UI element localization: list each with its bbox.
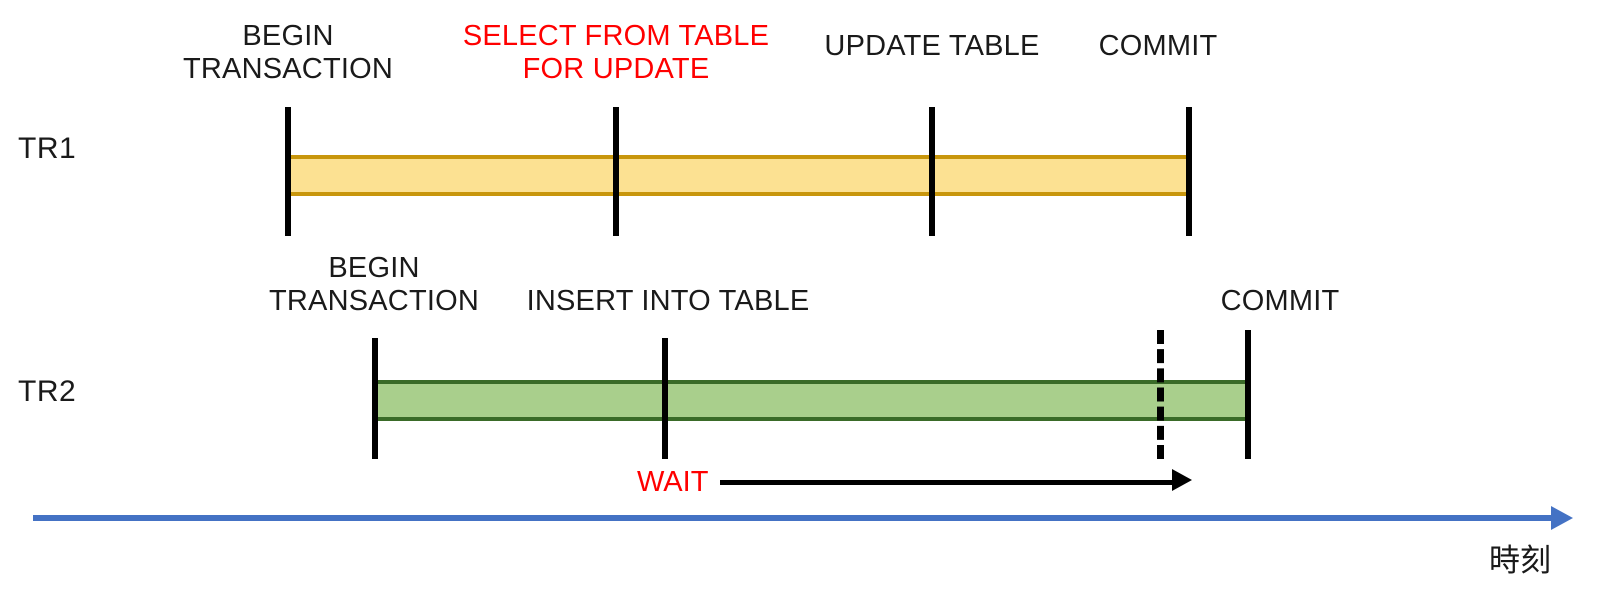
tr2-event-label-begin-transaction: BEGIN TRANSACTION: [268, 252, 480, 317]
tr1-event-label-begin-transaction: BEGIN TRANSACTION: [182, 20, 394, 85]
tr1-tick-begin-transaction: [285, 107, 291, 236]
wait-label: WAIT: [637, 466, 709, 498]
wait-arrow-line: [720, 480, 1175, 485]
tr1-tick-commit: [1186, 107, 1192, 236]
tr1-event-label-commit: COMMIT: [1098, 30, 1218, 62]
tr2-tick-begin-transaction: [372, 338, 378, 459]
row-label-tr2: TR2: [18, 375, 77, 408]
tr2-event-label-commit: COMMIT: [1220, 285, 1340, 317]
tr2-tick-insert-into-table: [662, 338, 668, 459]
tr1-duration-bar: [288, 155, 1192, 196]
tr2-event-label-insert-into-table: INSERT INTO TABLE: [526, 285, 810, 317]
tr1-event-label-select-for-update: SELECT FROM TABLE FOR UPDATE: [462, 20, 770, 85]
tr1-tick-select-for-update: [613, 107, 619, 236]
tr2-duration-bar: [375, 380, 1248, 421]
tr1-tick-update-table: [929, 107, 935, 236]
tr2-tick-lock-release-dashed: [1157, 330, 1164, 459]
tr2-tick-commit: [1245, 330, 1251, 459]
tr1-event-label-update-table: UPDATE TABLE: [824, 30, 1040, 62]
time-axis-arrow-head-icon: [1551, 506, 1573, 530]
time-axis-line: [33, 515, 1553, 521]
time-axis-label: 時刻: [1489, 543, 1551, 578]
row-label-tr1: TR1: [18, 132, 77, 165]
wait-arrow-head-icon: [1172, 469, 1192, 491]
